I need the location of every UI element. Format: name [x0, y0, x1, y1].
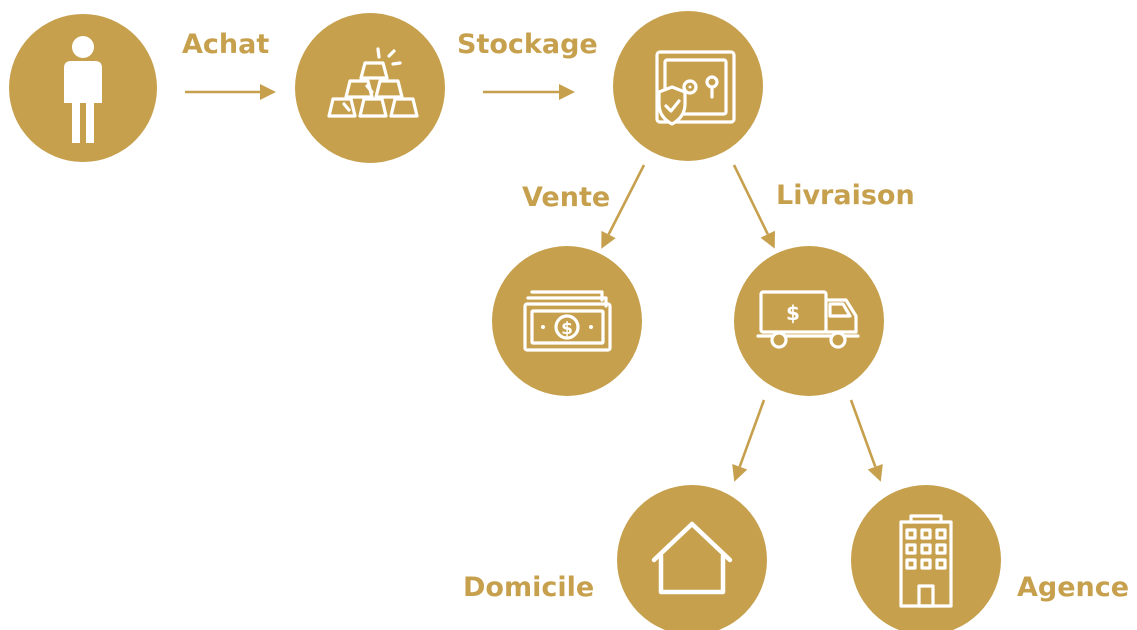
- arrow-vente: [601, 164, 646, 249]
- label-livraison: Livraison: [776, 180, 915, 211]
- person-icon: [64, 36, 102, 143]
- node-gold-bars: [295, 13, 445, 163]
- arrow-agence: [849, 399, 883, 482]
- node-house: [617, 485, 767, 630]
- node-person: [9, 14, 157, 162]
- truck-symbol: $: [786, 301, 800, 325]
- label-stockage: Stockage: [457, 29, 598, 60]
- cash-symbol: $: [561, 319, 573, 339]
- node-truck: $: [734, 246, 884, 396]
- truck-icon: $: [756, 290, 860, 349]
- safe-icon: [655, 50, 736, 126]
- label-agence: Agence: [1017, 572, 1129, 603]
- label-vente: Vente: [522, 182, 610, 213]
- node-safe: [613, 11, 763, 161]
- arrow-domicile: [732, 399, 766, 482]
- house-icon: [651, 521, 733, 595]
- arrow-achat: [185, 84, 276, 100]
- label-achat: Achat: [182, 29, 269, 60]
- node-building: [851, 485, 1001, 630]
- arrow-livraison: [732, 164, 775, 249]
- node-cash: $: [492, 246, 642, 396]
- gold-bars-icon: [327, 47, 419, 118]
- label-domicile: Domicile: [463, 572, 594, 603]
- building-icon: [899, 514, 953, 608]
- arrow-stockage: [483, 84, 575, 100]
- cash-icon: $: [523, 290, 612, 352]
